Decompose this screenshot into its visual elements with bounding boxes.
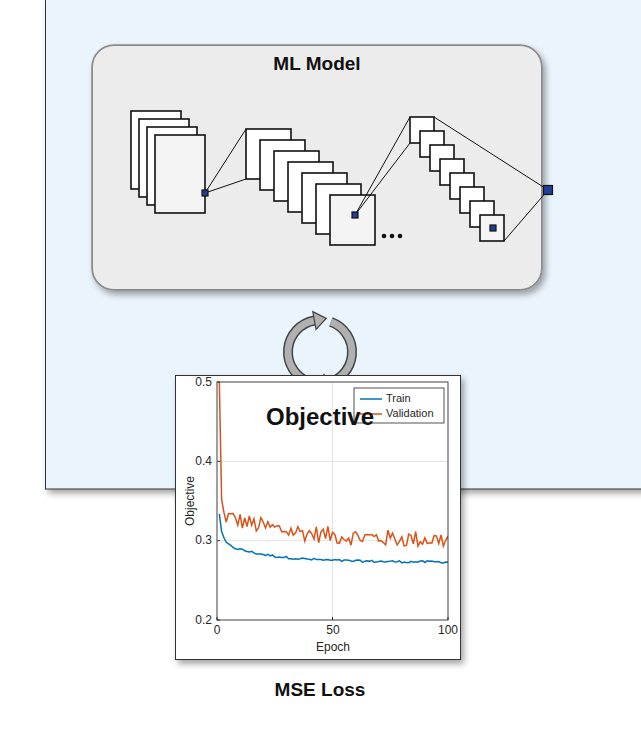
ellipsis-dot bbox=[382, 234, 387, 239]
tick-label: 0.5 bbox=[195, 375, 212, 389]
legend-sample bbox=[360, 398, 382, 400]
tick bbox=[332, 617, 333, 620]
receptive-line bbox=[205, 129, 246, 193]
receptive-line bbox=[504, 190, 548, 241]
receptive-line bbox=[434, 117, 548, 190]
outer-panel bbox=[46, 0, 641, 489]
chart-caption: MSE Loss bbox=[275, 679, 366, 701]
box-title: ML Model bbox=[93, 53, 541, 75]
plot-area bbox=[217, 382, 448, 620]
receptive-line bbox=[355, 143, 410, 215]
receptive-line bbox=[355, 117, 410, 215]
axis-title: Epoch bbox=[316, 640, 350, 654]
axes-box bbox=[217, 382, 448, 620]
model-box-shadow bbox=[92, 45, 542, 290]
tick-label: 50 bbox=[326, 623, 339, 637]
axis-title: Objective bbox=[183, 476, 197, 526]
tick-label: 0.2 bbox=[195, 613, 212, 627]
neuron-dot bbox=[490, 225, 496, 231]
neuron-dot bbox=[352, 212, 358, 218]
validation-curve bbox=[219, 382, 448, 546]
chart-frame bbox=[176, 376, 461, 660]
train-curve bbox=[219, 514, 448, 563]
tick-label: 100 bbox=[438, 623, 458, 637]
legend-text: Train bbox=[386, 393, 411, 404]
legend-text: Validation bbox=[386, 408, 434, 419]
receptive-line bbox=[205, 179, 246, 193]
tick-label: 0.3 bbox=[195, 533, 212, 547]
feature-map bbox=[480, 215, 504, 241]
neuron-dot bbox=[544, 186, 553, 195]
feature-map bbox=[330, 195, 375, 245]
tick-label: 0.4 bbox=[195, 454, 212, 468]
tick-label: 0 bbox=[214, 623, 221, 637]
ellipsis-dot bbox=[398, 234, 403, 239]
neuron-dot bbox=[202, 190, 208, 196]
ellipsis-dot bbox=[390, 234, 395, 239]
loop-title: Objective bbox=[266, 403, 374, 431]
feature-map bbox=[155, 135, 205, 213]
